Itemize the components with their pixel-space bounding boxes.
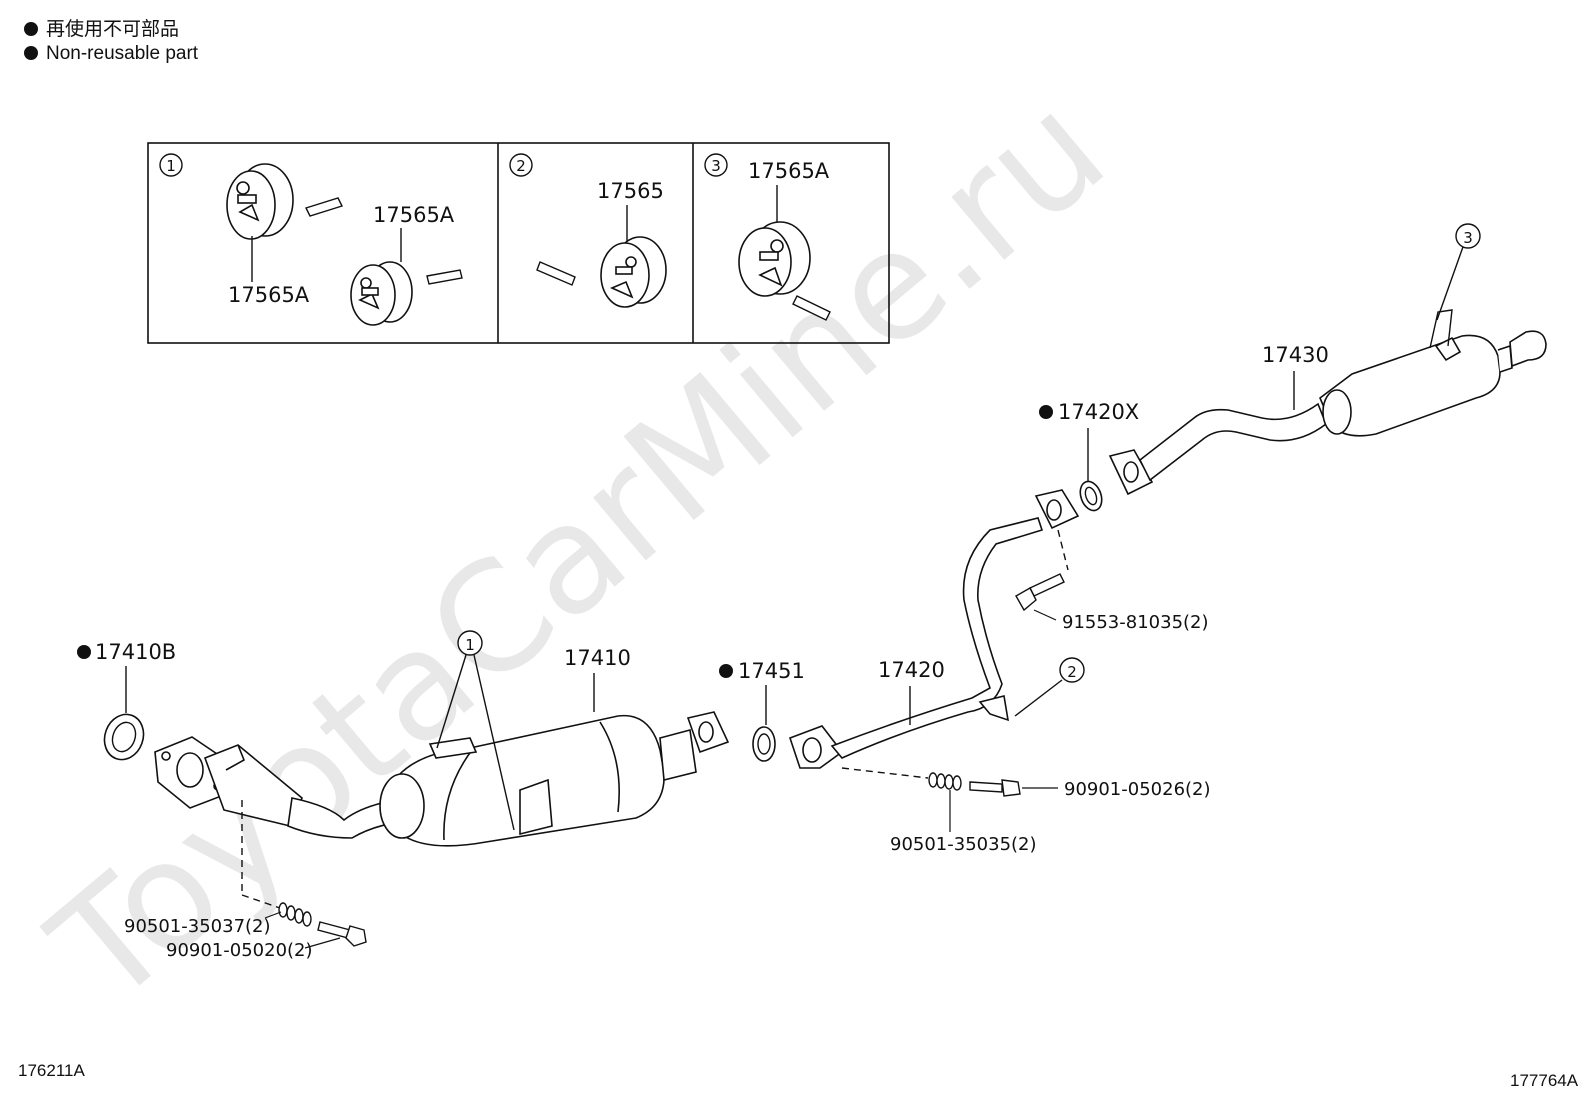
hanger-rod-icon bbox=[305, 197, 343, 217]
rubber-hanger-icon bbox=[738, 221, 811, 297]
front-pipe-catalytic bbox=[154, 711, 730, 847]
spring-front-label: 90501-35037(2) bbox=[124, 916, 271, 937]
non-reusable-dot-icon bbox=[24, 46, 38, 60]
bolt-center-label: 90901-05026(2) bbox=[1064, 779, 1211, 800]
spring-icon bbox=[278, 902, 312, 927]
panel-1-part-a: 17565A bbox=[228, 283, 310, 307]
bolt-icon bbox=[1015, 573, 1065, 612]
bolt-center-flange-label: 91553-81035(2) bbox=[1062, 612, 1209, 633]
panel-2-part: 17565 bbox=[597, 179, 664, 203]
hanger-rod-icon bbox=[426, 269, 463, 285]
tail-hanger-callout: 3 bbox=[1455, 223, 1481, 249]
panel-3-part: 17565A bbox=[748, 159, 830, 183]
gasket-front-label: 17410B bbox=[95, 640, 176, 664]
panel-1: 1 17565A 17565A bbox=[159, 153, 463, 326]
panel-2: 2 17565 bbox=[509, 153, 667, 308]
gasket-rear-label: 17420X bbox=[1058, 400, 1139, 424]
gasket-mid-label: 17451 bbox=[738, 659, 805, 683]
watermark: ToyotaCarMine.ru bbox=[21, 62, 1137, 1038]
tail-hanger-callout-label: 3 bbox=[1463, 229, 1473, 247]
center-pipe bbox=[788, 489, 1080, 769]
legend-line-jp: 再使用不可部品 bbox=[24, 18, 179, 42]
panel-1-label: 1 bbox=[166, 157, 176, 175]
panel-2-label: 2 bbox=[516, 157, 526, 175]
front-hanger-callout-label: 1 bbox=[465, 636, 475, 654]
rubber-hanger-icon bbox=[350, 261, 413, 326]
non-reusable-dot-icon bbox=[24, 22, 38, 36]
hanger-rod-icon bbox=[792, 295, 831, 321]
center-pipe-label: 17420 bbox=[878, 658, 945, 682]
bolt-front-label: 90901-05020(2) bbox=[166, 940, 313, 961]
rubber-hanger-icon bbox=[226, 163, 294, 240]
front-bolt-set: 90501-35037(2) 90901-05020(2) bbox=[124, 800, 367, 961]
drawing-code-right: 177764A bbox=[1510, 1071, 1579, 1090]
panel-3-label: 3 bbox=[711, 157, 721, 175]
tail-pipe-label: 17430 bbox=[1262, 343, 1329, 367]
center-bolt-set: 90501-35035(2) 90901-05026(2) bbox=[841, 767, 1211, 855]
front-pipe-label: 17410 bbox=[564, 646, 631, 670]
legend-line-en: Non-reusable part bbox=[24, 42, 198, 66]
drawing-code-left: 176211A bbox=[18, 1061, 85, 1080]
bolt-icon bbox=[969, 779, 1021, 797]
spring-icon bbox=[928, 772, 962, 791]
spring-center-label: 90501-35035(2) bbox=[890, 834, 1037, 855]
rubber-hanger-icon bbox=[600, 236, 667, 308]
gasket-rear: 17420X bbox=[1039, 400, 1139, 512]
front-hanger-callout: 1 bbox=[436, 630, 515, 831]
hanger-rod-icon bbox=[536, 261, 576, 286]
hanger-inset bbox=[147, 142, 890, 344]
gasket-front: 17410B bbox=[77, 640, 176, 761]
center-flange-bolt: 91553-81035(2) bbox=[1015, 529, 1209, 633]
gasket-mid: 17451 bbox=[719, 659, 805, 762]
panel-1-part-b: 17565A bbox=[373, 203, 455, 227]
panel-3: 3 17565A bbox=[704, 153, 831, 321]
tail-pipe-muffler bbox=[1108, 330, 1547, 496]
bolt-icon bbox=[317, 921, 367, 947]
center-hanger-callout: 2 bbox=[1059, 657, 1085, 683]
center-hanger-callout-label: 2 bbox=[1067, 663, 1077, 681]
